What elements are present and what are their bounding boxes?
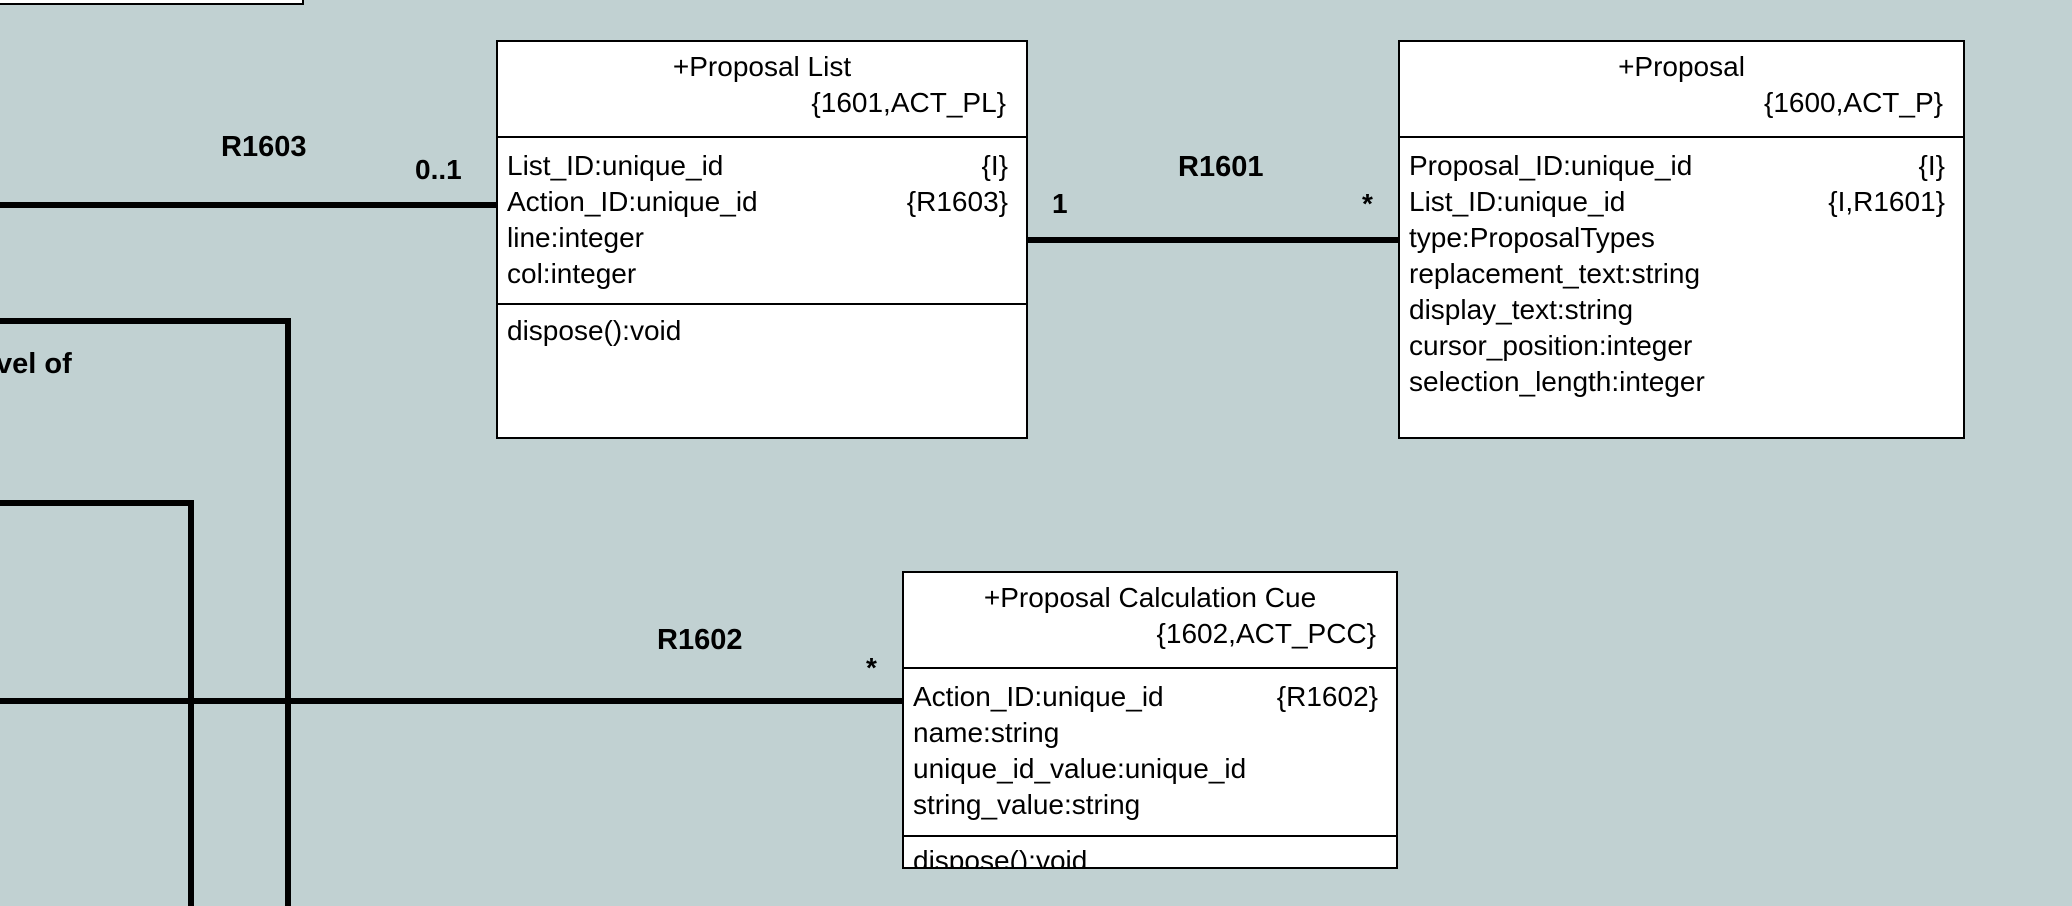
attribute-row[interactable]: name:string xyxy=(913,717,1060,748)
class-header: +Proposal Calculation Cue {1602,ACT_PCC} xyxy=(904,573,1396,669)
multiplicity-r1602: * xyxy=(866,652,877,683)
operation-row[interactable]: dispose():void xyxy=(913,845,1088,869)
partial-box-outline-outer xyxy=(0,318,291,906)
class-proposal-list[interactable]: +Proposal List {1601,ACT_PL} List_ID:uni… xyxy=(496,40,1028,439)
attribute-row[interactable]: Action_ID:unique_id{R1602} xyxy=(913,681,1378,712)
class-header: +Proposal {1600,ACT_P} xyxy=(1400,42,1963,138)
attribute-compartment: Proposal_ID:unique_id{I} List_ID:unique_… xyxy=(1400,138,1963,437)
attribute-row[interactable]: unique_id_value:unique_id xyxy=(913,753,1247,784)
association-label-r1602: R1602 xyxy=(657,624,743,656)
attribute-row[interactable]: selection_length:integer xyxy=(1409,366,1705,397)
class-name: +Proposal List xyxy=(672,51,852,82)
attribute-row[interactable]: cursor_position:integer xyxy=(1409,330,1693,361)
partial-class-box[interactable] xyxy=(0,0,304,5)
class-proposal-calculation-cue[interactable]: +Proposal Calculation Cue {1602,ACT_PCC}… xyxy=(902,571,1398,869)
attribute-row[interactable]: List_ID:unique_id{I,R1601} xyxy=(1409,186,1945,217)
attribute-row[interactable]: string_value:string xyxy=(913,789,1141,820)
multiplicity-r1601-left: 1 xyxy=(1052,188,1068,219)
class-keys: {1602,ACT_PCC} xyxy=(1156,618,1376,649)
class-proposal[interactable]: +Proposal {1600,ACT_P} Proposal_ID:uniqu… xyxy=(1398,40,1965,439)
operation-compartment: dispose():void xyxy=(498,305,1026,349)
attribute-row[interactable]: Action_ID:unique_id{R1603} xyxy=(507,186,1008,217)
attribute-row[interactable]: display_text:string xyxy=(1409,294,1634,325)
association-label-r1601: R1601 xyxy=(1178,151,1264,183)
attribute-row[interactable]: line:integer xyxy=(507,222,644,253)
class-name: +Proposal Calculation Cue xyxy=(983,582,1317,613)
attribute-row[interactable]: Proposal_ID:unique_id{I} xyxy=(1409,150,1945,181)
association-label-r1603: R1603 xyxy=(221,131,307,163)
partial-text-fragment: vel of xyxy=(0,348,72,380)
attribute-compartment: List_ID:unique_id{I} Action_ID:unique_id… xyxy=(498,138,1026,305)
class-keys: {1601,ACT_PL} xyxy=(811,87,1006,118)
multiplicity-r1603: 0..1 xyxy=(415,154,462,185)
attribute-row[interactable]: replacement_text:string xyxy=(1409,258,1701,289)
attribute-row[interactable]: col:integer xyxy=(507,258,637,289)
attribute-row[interactable]: List_ID:unique_id{I} xyxy=(507,150,1008,181)
multiplicity-r1601-right: * xyxy=(1362,188,1373,219)
operation-compartment: dispose():void xyxy=(904,837,1396,869)
class-header: +Proposal List {1601,ACT_PL} xyxy=(498,42,1026,138)
attribute-compartment: Action_ID:unique_id{R1602} name:string u… xyxy=(904,669,1396,837)
class-keys: {1600,ACT_P} xyxy=(1763,87,1943,118)
class-name: +Proposal xyxy=(1618,51,1745,82)
operation-row[interactable]: dispose():void xyxy=(507,315,682,346)
attribute-row[interactable]: type:ProposalTypes xyxy=(1409,222,1655,253)
partial-box-outline-inner xyxy=(0,500,194,906)
